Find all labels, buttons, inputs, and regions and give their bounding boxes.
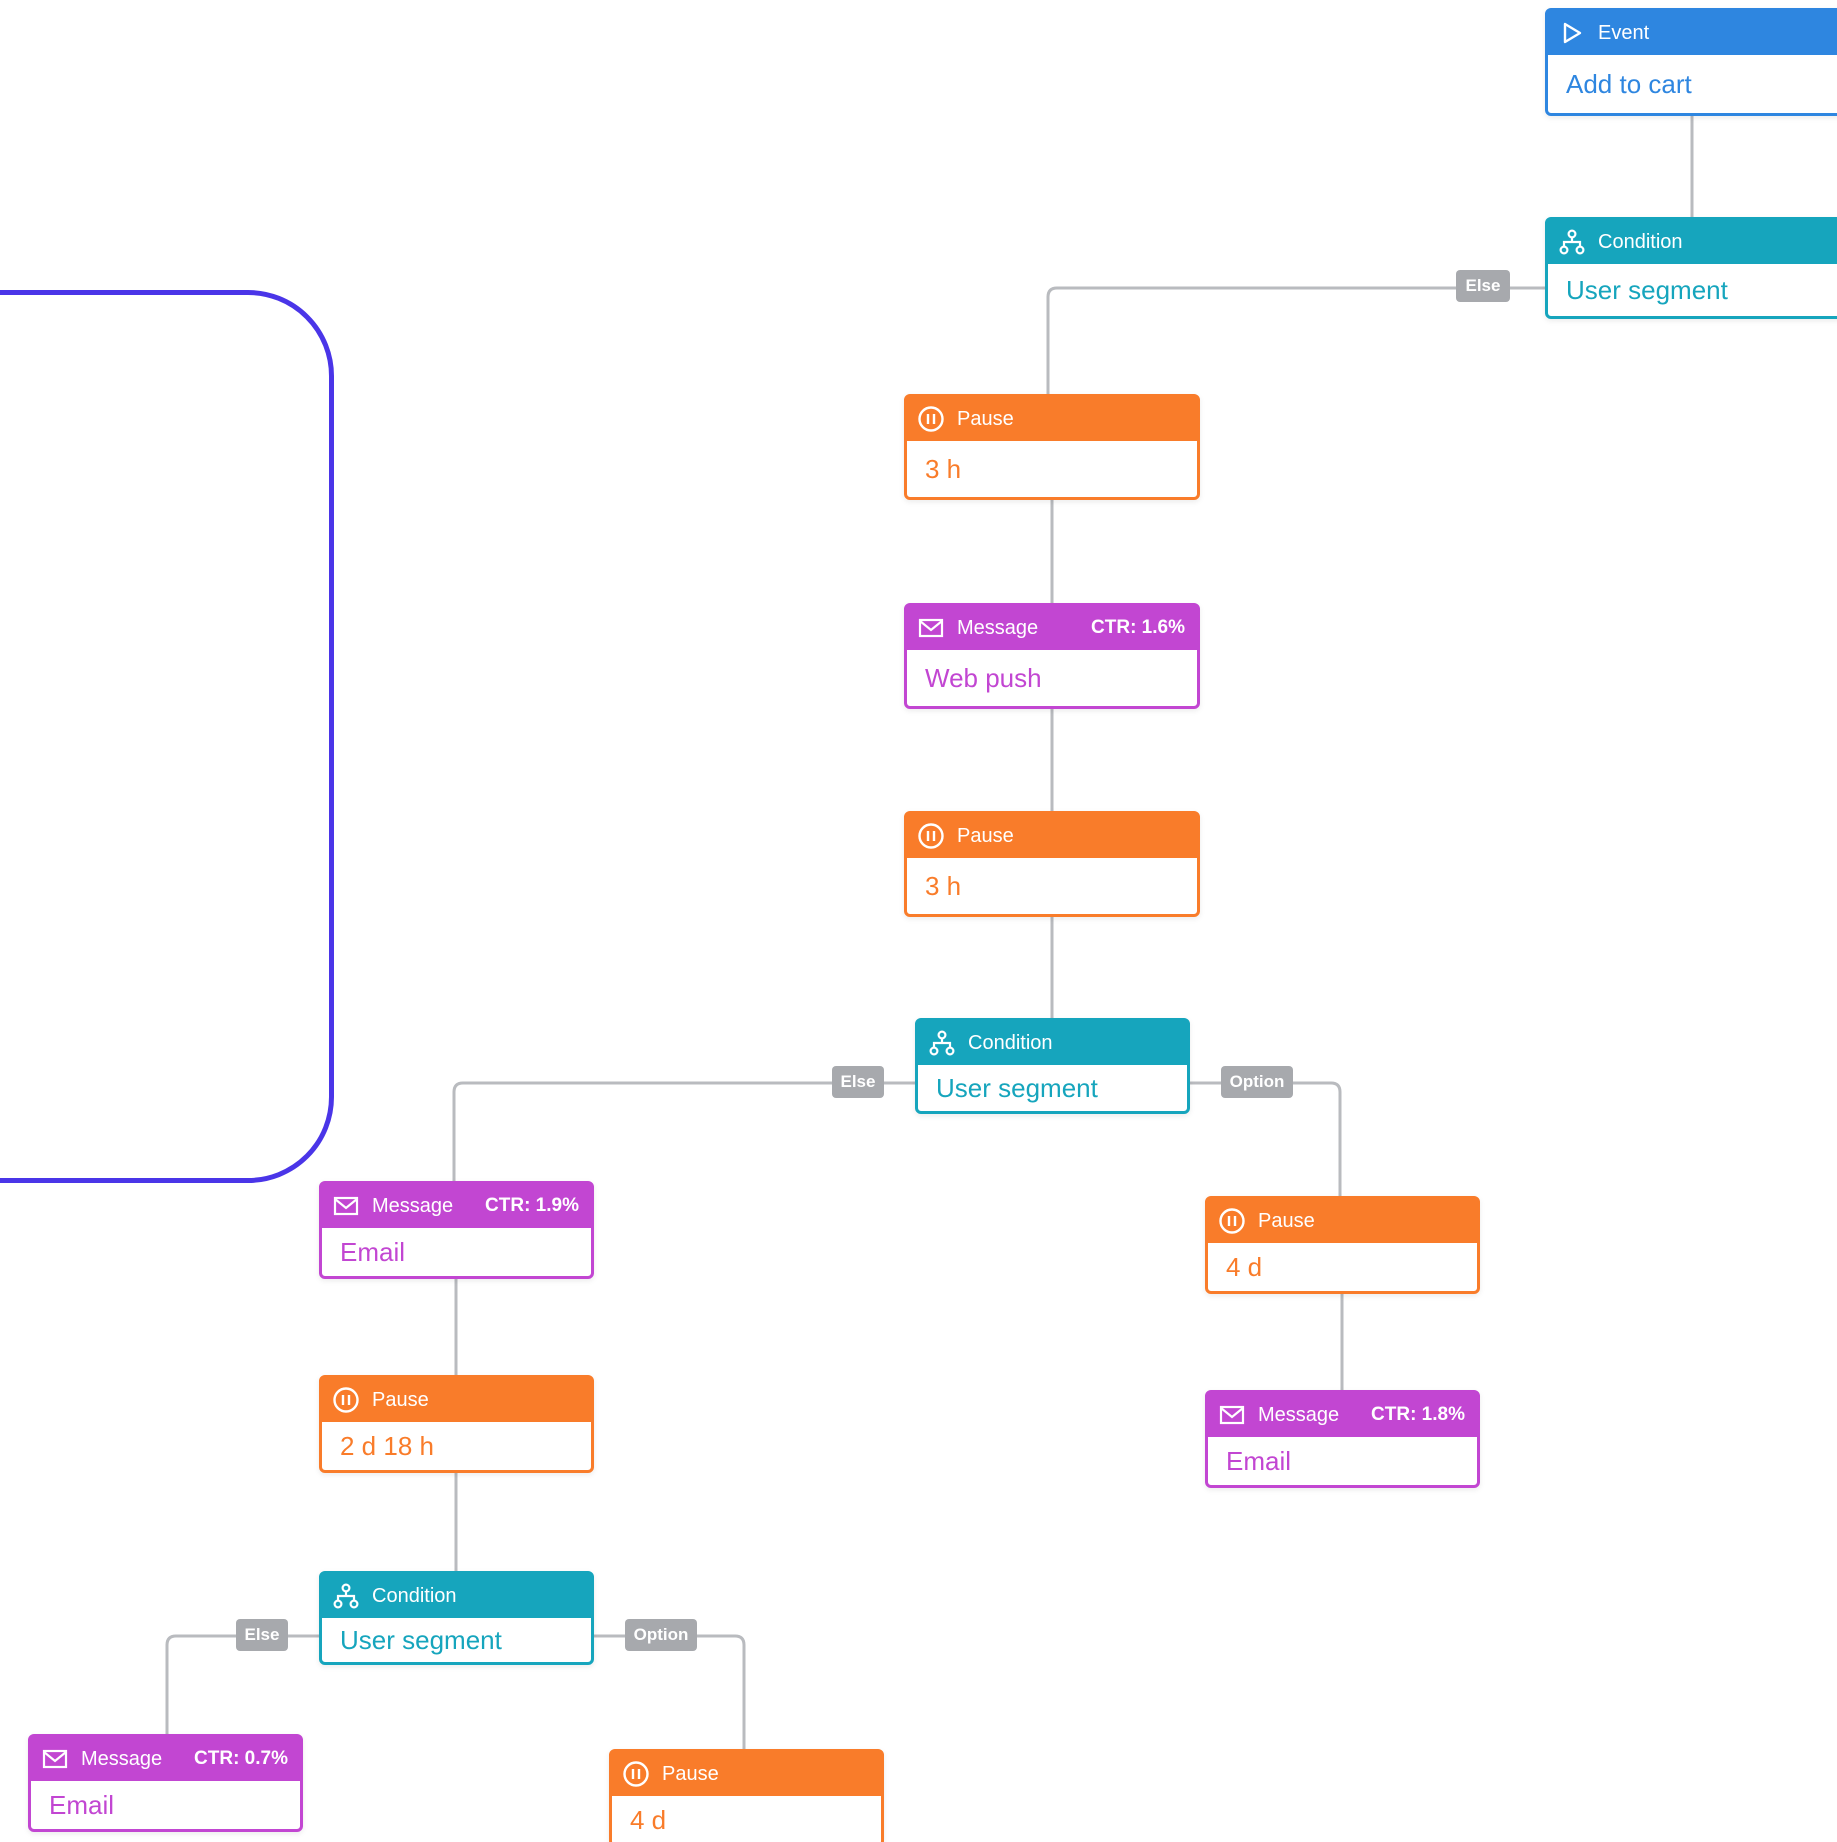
node-value: Email (49, 1789, 115, 1820)
node-value: 2 d 18 h (340, 1430, 434, 1461)
node-type-label: Pause (957, 407, 1014, 430)
node-header: Message CTR: 1.9% (322, 1184, 591, 1228)
node-type-label: Message (957, 616, 1039, 639)
pause-circle-icon (1218, 1207, 1246, 1235)
ctr-badge: CTR: 1.6% (1091, 617, 1185, 638)
node-value: 3 h (925, 453, 962, 484)
node-type-label: Message (81, 1747, 163, 1770)
node-value: User segment (340, 1624, 502, 1655)
node-header: Message CTR: 1.8% (1208, 1393, 1477, 1437)
branch-icon (332, 1582, 360, 1610)
connector-line (1293, 1081, 1342, 1196)
connector-line (452, 1081, 832, 1181)
node-type-label: Pause (957, 824, 1014, 847)
node-condition-mid[interactable]: Condition User segment (915, 1018, 1190, 1114)
pause-circle-icon (917, 822, 945, 850)
pause-circle-icon (917, 405, 945, 433)
node-header: Message CTR: 1.6% (907, 606, 1197, 650)
play-outline-icon (1558, 19, 1586, 47)
node-message-email-1[interactable]: Message CTR: 1.9% Email (319, 1181, 594, 1279)
node-value: Email (340, 1236, 406, 1267)
ctr-badge: CTR: 0.7% (194, 1748, 288, 1769)
node-condition-top[interactable]: Condition User segment (1545, 217, 1837, 319)
branch-tag-else[interactable]: Else (832, 1066, 884, 1098)
connector-line (1046, 286, 1456, 394)
highlight-frame (0, 290, 334, 1183)
envelope-icon (917, 614, 945, 642)
node-value: Add to cart (1566, 68, 1692, 99)
node-header: Pause (322, 1378, 591, 1422)
pause-circle-icon (332, 1386, 360, 1414)
connector-line (165, 1634, 236, 1734)
node-value: Web push (925, 662, 1042, 693)
pause-circle-icon (622, 1760, 650, 1788)
branch-tag-else[interactable]: Else (1456, 270, 1510, 302)
node-type-label: Condition (1598, 230, 1683, 253)
node-pause-4d-right[interactable]: Pause 4 d (1205, 1196, 1480, 1294)
envelope-icon (41, 1745, 69, 1773)
node-header: Event (1548, 11, 1837, 55)
node-pause-2d18h[interactable]: Pause 2 d 18 h (319, 1375, 594, 1473)
envelope-icon (332, 1192, 360, 1220)
ctr-badge: CTR: 1.8% (1371, 1404, 1465, 1425)
node-value: Email (1226, 1445, 1292, 1476)
node-type-label: Event (1598, 21, 1650, 44)
node-header: Pause (907, 814, 1197, 858)
node-header: Pause (907, 397, 1197, 441)
branch-tag-else[interactable]: Else (236, 1619, 288, 1651)
node-value: User segment (1566, 274, 1728, 305)
node-pause-4d-bottom[interactable]: Pause 4 d (609, 1749, 884, 1842)
node-header: Condition (322, 1574, 591, 1618)
node-type-label: Pause (1258, 1209, 1315, 1232)
node-type-label: Message (1258, 1403, 1340, 1426)
node-value: User segment (936, 1072, 1098, 1103)
node-value: 4 d (1226, 1251, 1263, 1282)
envelope-icon (1218, 1401, 1246, 1429)
node-pause-2[interactable]: Pause 3 h (904, 811, 1200, 917)
node-condition-low[interactable]: Condition User segment (319, 1571, 594, 1665)
branch-tag-option[interactable]: Option (625, 1619, 697, 1651)
node-header: Condition (1548, 220, 1837, 264)
node-value: 4 d (630, 1804, 667, 1835)
node-type-label: Pause (372, 1388, 429, 1411)
branch-tag-option[interactable]: Option (1221, 1066, 1293, 1098)
node-header: Message CTR: 0.7% (31, 1737, 300, 1781)
node-message-web-push[interactable]: Message CTR: 1.6% Web push (904, 603, 1200, 709)
node-pause-1[interactable]: Pause 3 h (904, 394, 1200, 500)
ctr-badge: CTR: 1.9% (485, 1195, 579, 1216)
node-header: Pause (1208, 1199, 1477, 1243)
node-message-email-2[interactable]: Message CTR: 1.8% Email (1205, 1390, 1480, 1488)
node-type-label: Pause (662, 1762, 719, 1785)
node-header: Pause (612, 1752, 881, 1796)
branch-icon (1558, 228, 1586, 256)
node-type-label: Message (372, 1194, 454, 1217)
connector-line (697, 1634, 746, 1749)
node-message-email-3[interactable]: Message CTR: 0.7% Email (28, 1734, 303, 1832)
branch-icon (928, 1029, 956, 1057)
node-value: 3 h (925, 870, 962, 901)
node-event-add-to-cart[interactable]: Event Add to cart (1545, 8, 1837, 116)
node-type-label: Condition (968, 1031, 1053, 1054)
node-header: Condition (918, 1021, 1187, 1065)
node-type-label: Condition (372, 1584, 457, 1607)
